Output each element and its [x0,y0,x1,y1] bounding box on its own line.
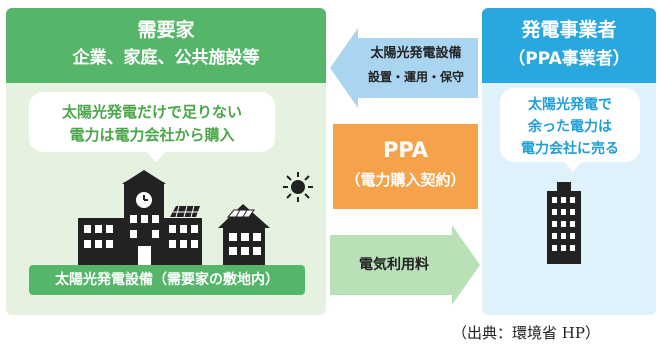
consumer-bubble-line-2: 電力は電力会社から購入 [69,126,235,144]
operator-bubble-line-1: 太陽光発電で [528,97,612,113]
consumer-bubble-line-1: 太陽光発電だけで足りない [61,103,242,121]
consumer-bubble-tail [145,150,167,162]
consumer-header: 需要家 企業、家庭、公共施設等 [6,8,326,83]
operator-speech-bubble: 太陽光発電で 余った電力は 電力会社に売る [500,88,640,162]
operator-bubble-line-2: 余った電力は [528,119,612,135]
operator-header: 発電事業者 （PPA事業者） [482,8,656,83]
payment-arrow-icon [330,225,480,305]
consumer-speech-bubble: 太陽光発電だけで足りない 電力は電力会社から購入 [29,92,275,152]
source-note: （出典：環境省 HP） [452,324,600,342]
consumer-title: 需要家 [137,19,195,41]
service-arrow-icon [330,28,478,108]
payment-arrow-label: 電気利用料 [359,257,429,273]
operator-title: 発電事業者 [521,19,617,41]
service-arrow-label-line-2: 設置・運用・保守 [367,70,464,84]
office-building-icon [547,182,581,264]
operator-bubble-line-3: 電力会社に売る [521,141,619,157]
service-arrow-label-line-1: 太陽光発電設備 [370,46,462,61]
ppa-contract-box: PPA （電力購入契約） [333,124,478,209]
buildings-illustration [78,170,313,266]
sun-icon [283,172,313,202]
house-icon [218,204,270,266]
ppa-subtitle: （電力購入契約） [345,171,466,189]
solar-panel-icon [170,205,200,218]
school-building-icon [78,170,202,266]
ppa-title: PPA [382,138,429,162]
solar-equipment-label: 太陽光発電設備（需要家の敷地内） [29,265,305,295]
operator-subtitle: （PPA事業者） [508,49,630,69]
consumer-subtitle: 企業、家庭、公共施設等 [72,48,260,68]
operator-bubble-tail [563,160,583,172]
